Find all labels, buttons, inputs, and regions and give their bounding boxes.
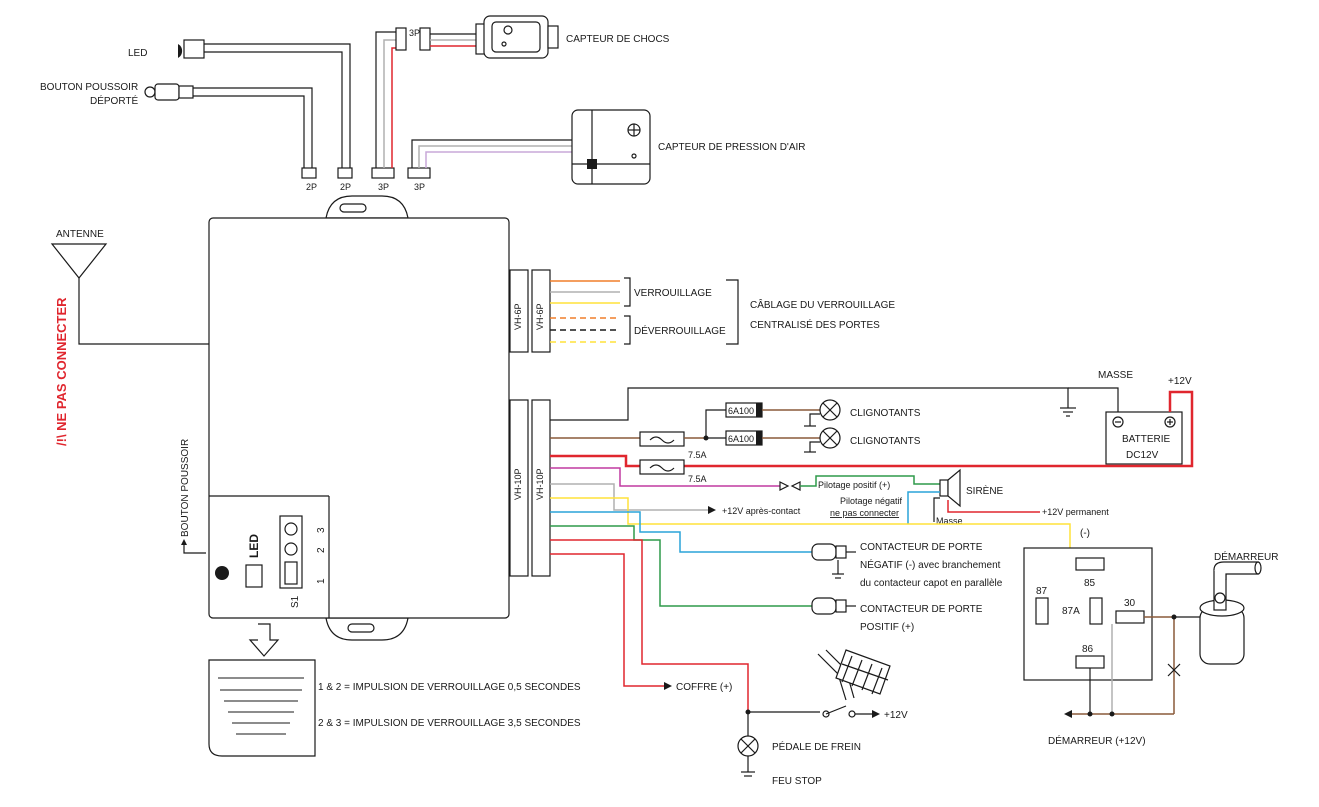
door-neg-switch-icon: [811, 543, 837, 561]
led-label: LED: [128, 48, 147, 59]
push-button-label: BOUTON POUSSOIR: [180, 439, 191, 537]
door-pos-label-1: CONTACTEUR DE PORTE: [860, 604, 983, 615]
vh6p-b-label: VH-6P: [535, 303, 545, 330]
vh6p-connector-b: [531, 269, 551, 353]
manual-icon: [208, 659, 316, 757]
stop-light-label: FEU STOP: [772, 776, 822, 787]
led-indicator: [245, 564, 263, 588]
door-neg-label-2: NÉGATIF (-) avec branchement: [860, 558, 1001, 571]
unlock-label: DÉVERROUILLAGE: [634, 324, 726, 337]
air-sensor-label: CAPTEUR DE PRESSION D'AIR: [658, 142, 806, 153]
relay-87: 87: [1036, 586, 1048, 597]
fuse-75-2: 7.5A: [688, 474, 707, 484]
vh6p-connector-a: [509, 269, 529, 353]
pos-drive-label: Pilotage positif (+): [818, 480, 890, 490]
push-button-icon: [215, 566, 229, 580]
remote-button-label-1: BOUTON POUSSOIR: [40, 82, 138, 93]
fuse-75-1: 7.5A: [688, 450, 707, 460]
acc12-label: +12V après-contact: [722, 506, 801, 516]
sw2-label: 2: [316, 547, 327, 553]
relay-87a: 87A: [1062, 606, 1080, 617]
brake-pedal-icon: [817, 649, 891, 701]
fuse-6a-1: 6A100: [728, 406, 754, 416]
conn-2p-a: 2P: [306, 182, 317, 192]
remote-button-icon: [144, 86, 156, 98]
battery: [1105, 411, 1183, 465]
trunk-label: COFFRE (+): [676, 682, 732, 693]
s1-label: S1: [290, 595, 301, 608]
antenna-label: ANTENNE: [56, 229, 104, 240]
relay-30: 30: [1124, 598, 1136, 609]
siren-label: SIRÈNE: [966, 484, 1004, 497]
led-icon: [178, 44, 183, 58]
sw1-label: 1: [316, 578, 327, 584]
relay-86: 86: [1082, 644, 1094, 655]
brake-pedal-label: PÉDALE DE FREIN: [772, 740, 861, 753]
ground-small-label: Masse: [936, 516, 963, 526]
door-pos-switch-icon: [811, 597, 837, 615]
manual-arrow: [248, 623, 280, 657]
mount-tab-bottom: [325, 617, 409, 641]
brake-plus-label: +12V: [884, 710, 908, 721]
central-lock-label-1: CÂBLAGE DU VERROUILLAGE: [750, 298, 895, 311]
vh6p-a-label: VH-6P: [513, 303, 523, 330]
door-pos-label-2: POSITIF (+): [860, 622, 914, 633]
fuse-6a-2: 6A100: [728, 434, 754, 444]
perm12-label: +12V permanent: [1042, 507, 1109, 517]
note-2: 2 & 3 = IMPULSION DE VERROUILLAGE 3,5 SE…: [318, 718, 581, 729]
air-pressure-sensor: [571, 109, 651, 185]
vh10p-connector-b: [531, 399, 551, 577]
starter12-label: DÉMARREUR (+12V): [1048, 734, 1146, 747]
vh10p-a-label: VH-10P: [513, 468, 523, 500]
no-connect-label: ne pas connecter: [830, 508, 899, 518]
door-neg-label-1: CONTACTEUR DE PORTE: [860, 542, 983, 553]
ground-label: MASSE: [1098, 370, 1133, 381]
conn-3p-c: 3P: [409, 28, 420, 38]
jumper-s1[interactable]: [279, 515, 303, 589]
battery-label: BATTERIE: [1122, 434, 1170, 445]
conn-3p-a: 3P: [378, 182, 389, 192]
central-lock-label-2: CENTRALISÉ DES PORTES: [750, 318, 880, 331]
door-neg-label-3: du contacteur capot en parallèle: [860, 578, 1003, 589]
neg-sign-label: (-): [1080, 528, 1090, 539]
control-unit: [208, 217, 510, 619]
relay-85: 85: [1084, 578, 1096, 589]
conn-2p-b: 2P: [340, 182, 351, 192]
note-1: 1 & 2 = IMPULSION DE VERROUILLAGE 0,5 SE…: [318, 682, 581, 693]
warning-label: /!\ NE PAS CONNECTER: [54, 297, 69, 446]
led-small-label: LED: [247, 534, 261, 558]
siren-icon: [939, 479, 949, 497]
lock-label: VERROUILLAGE: [634, 288, 712, 299]
turn-2-label: CLIGNOTANTS: [850, 436, 921, 447]
antenna-icon: [50, 243, 108, 279]
conn-3p-b: 3P: [414, 182, 425, 192]
battery-plus-label: +12V: [1168, 376, 1192, 387]
mount-tab-top: [325, 195, 409, 219]
vh10p-connector-a: [509, 399, 529, 577]
starter-motor-icon: [1199, 561, 1262, 665]
shock-sensor-label: CAPTEUR DE CHOCS: [566, 34, 670, 45]
sw3-label: 3: [316, 527, 327, 533]
turn-1-label: CLIGNOTANTS: [850, 408, 921, 419]
starter-label: DÉMARREUR: [1214, 550, 1278, 563]
vh10p-b-label: VH-10P: [535, 468, 545, 500]
neg-drive-label: Pilotage négatif: [840, 496, 903, 506]
battery-voltage: DC12V: [1126, 450, 1159, 461]
remote-button-label-2: DÉPORTÉ: [90, 94, 138, 107]
